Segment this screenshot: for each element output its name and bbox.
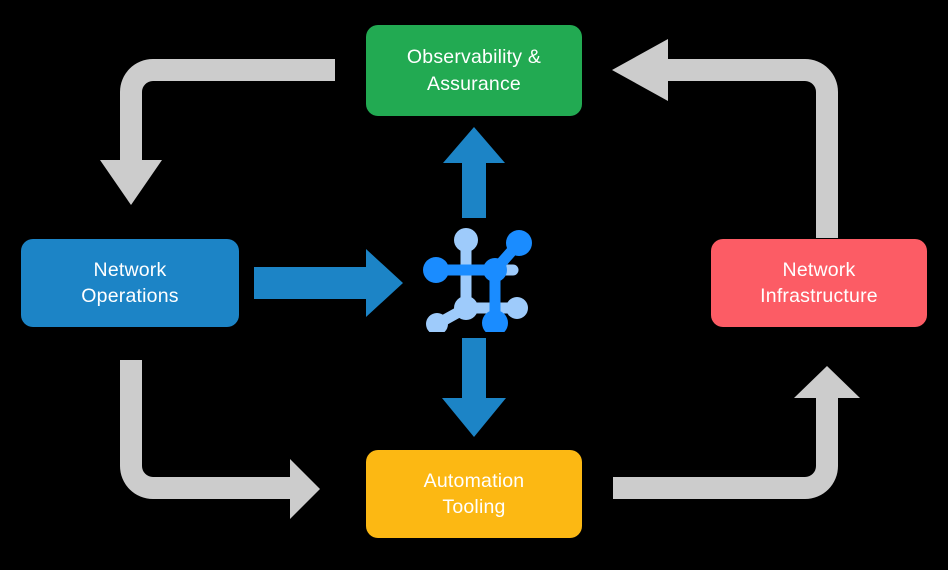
node-label-observability: Observability & Assurance [406, 46, 542, 95]
node-label-network-operations: Network Operations [81, 258, 179, 307]
node-label-automation-tooling: Automation Tooling [423, 469, 525, 518]
node-label-network-infrastructure: Network Infrastructure [760, 258, 878, 307]
arrow-gray-observability-to-operations [100, 59, 335, 205]
node-box-network-infrastructure[interactable]: Network Infrastructure [711, 239, 927, 327]
arrow-blue-center-to-observability [443, 127, 505, 218]
arrow-blue-center-to-automation [442, 338, 506, 437]
network-icon-nodes-light [426, 228, 528, 332]
arrow-gray-operations-to-automation [120, 360, 320, 519]
network-icon-nodes-primary [423, 230, 532, 332]
node-box-automation-tooling[interactable]: Automation Tooling [366, 450, 582, 538]
node-box-observability[interactable]: Observability & Assurance [366, 25, 582, 116]
network-topology-icon [423, 228, 532, 332]
arrow-gray-infrastructure-to-observability [612, 39, 838, 238]
arrow-blue-operations-to-center [254, 249, 403, 317]
arrow-gray-automation-to-infrastructure [613, 366, 860, 499]
node-box-network-operations[interactable]: Network Operations [21, 239, 239, 327]
